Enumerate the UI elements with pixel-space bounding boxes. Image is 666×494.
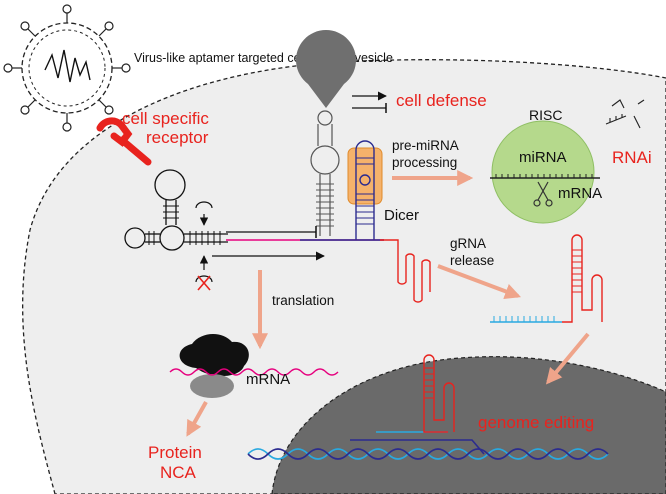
mrna-strand — [169, 368, 339, 376]
ligand-binding-icon — [195, 201, 213, 291]
mirna-duplex-icon — [490, 174, 600, 179]
scissors-icon — [533, 181, 553, 207]
receptor-label-line2: receptor — [146, 128, 209, 147]
pre-mirna-hairpin-icon — [355, 140, 375, 240]
vesicle-icon — [3, 4, 131, 132]
defense-protein-icon — [295, 30, 356, 108]
rna-construct-icon — [310, 110, 340, 236]
dicer-label: Dicer — [384, 207, 419, 224]
grna-release-label-line1: gRNA — [450, 236, 486, 251]
protein-label: Protein — [148, 443, 202, 462]
nucleus — [271, 356, 666, 494]
ribosome-icon — [179, 333, 249, 398]
risc-label: RISC — [529, 107, 562, 123]
rnai-label: RNAi — [612, 148, 652, 167]
cell-defense-label: cell defense — [396, 91, 487, 110]
translation-label: translation — [272, 293, 334, 308]
dicer-icon — [347, 147, 383, 205]
nca-label: NCA — [160, 463, 197, 482]
risc-complex — [491, 120, 595, 224]
riboswitch-icon — [124, 169, 228, 251]
target-grna-icon — [376, 354, 455, 433]
mirna-label: miRNA — [519, 149, 567, 166]
released-grna-icon — [490, 234, 603, 323]
mrna-risc-label: mRNA — [558, 185, 602, 202]
rnai-fragments-icon — [605, 99, 645, 129]
genome-editing-label: genome editing — [478, 413, 594, 432]
mrna-ribosome-label: mRNA — [246, 371, 290, 388]
receptor-icon — [96, 117, 152, 166]
receptor-label-line1: cell specific — [122, 109, 209, 128]
dna-helix-icon — [247, 439, 609, 460]
grna-hairpin-icon — [380, 239, 431, 303]
pre-mirna-label-line2: processing — [392, 155, 457, 170]
grna-release-label-line2: release — [450, 253, 494, 268]
pre-mirna-label-line1: pre-miRNA — [392, 138, 459, 153]
